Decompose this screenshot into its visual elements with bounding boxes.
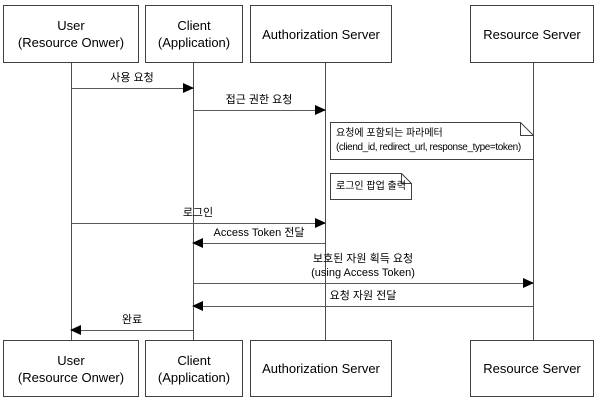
message-label-line1: 보호된 자원 획득 요청 xyxy=(312,253,414,265)
lifeline-client xyxy=(193,63,194,340)
arrowhead-left-icon xyxy=(70,325,81,335)
lifeline-user xyxy=(71,63,72,340)
note-shape-icon xyxy=(330,122,534,160)
message-label: 요청 자원 전달 xyxy=(329,290,397,302)
arrow-line xyxy=(71,88,193,89)
message-label: Access Token 전달 xyxy=(213,227,305,239)
message-label: 로그인 xyxy=(182,207,214,219)
actor-sublabel: (Application) xyxy=(157,369,231,385)
arrowhead-left-icon xyxy=(192,238,203,248)
lifeline-authorization-server xyxy=(325,63,326,340)
note-request-parameters: 요청에 포함되는 파라메터 (cliend_id, redirect_url, … xyxy=(330,122,534,160)
message-label: 완료 xyxy=(121,314,143,326)
arrow-line xyxy=(193,283,533,284)
actor-label: Resource Server xyxy=(483,361,581,376)
note-text: 요청에 포함되는 파라메터 (cliend_id, redirect_url, … xyxy=(336,122,521,160)
note-text: 로그인 팝업 출력 xyxy=(336,173,406,200)
actor-sublabel: (Resource Onwer) xyxy=(17,369,125,385)
message-label: 접근 권한 요청 xyxy=(225,94,293,106)
actor-label: User xyxy=(57,18,85,33)
note-line1: 요청에 포함되는 파라메터 xyxy=(336,128,443,139)
note-shape-icon xyxy=(330,173,412,200)
actor-box-user-bottom: User (Resource Onwer) xyxy=(3,340,139,397)
arrow-line xyxy=(71,330,193,331)
actor-label: Resource Server xyxy=(483,26,581,42)
actor-box-resource-server-bottom: Resource Server xyxy=(470,340,594,397)
actor-label: Authorization Server xyxy=(262,361,380,376)
actor-box-client-bottom: Client (Application) xyxy=(145,340,243,397)
arrowhead-right-icon xyxy=(315,218,326,228)
actor-sublabel: (Application) xyxy=(157,35,231,50)
actor-box-client-top: Client (Application) xyxy=(145,5,243,63)
actor-sublabel: (Resource Onwer) xyxy=(17,35,125,50)
lifeline-resource-server xyxy=(533,63,534,340)
arrowhead-right-icon xyxy=(315,105,326,115)
note-login-popup: 로그인 팝업 출력 xyxy=(330,173,412,200)
arrowhead-right-icon xyxy=(183,83,194,93)
actor-label: User xyxy=(57,352,85,368)
actor-label: Authorization Server xyxy=(262,26,380,42)
actor-box-user-top: User (Resource Onwer) xyxy=(3,5,139,63)
arrowhead-left-icon xyxy=(192,301,203,311)
actor-label: Client xyxy=(177,352,211,368)
arrow-line xyxy=(71,223,325,224)
note-line1: 로그인 팝업 출력 xyxy=(336,180,406,192)
message-label: 사용 요청 xyxy=(110,72,154,84)
arrow-line xyxy=(193,243,325,244)
actor-box-authorization-server-top: Authorization Server xyxy=(250,5,392,63)
arrowhead-right-icon xyxy=(523,278,534,288)
actor-label: Client xyxy=(177,18,211,33)
arrow-line xyxy=(193,306,533,307)
note-line2: (cliend_id, redirect_url, response_type=… xyxy=(336,142,521,153)
message-label-line2: (using Access Token) xyxy=(311,267,415,279)
actor-box-resource-server-top: Resource Server xyxy=(470,5,594,63)
actor-box-authorization-server-bottom: Authorization Server xyxy=(250,340,392,397)
arrow-line xyxy=(193,110,325,111)
message-label: 보호된 자원 획득 요청 (using Access Token) xyxy=(193,252,533,280)
